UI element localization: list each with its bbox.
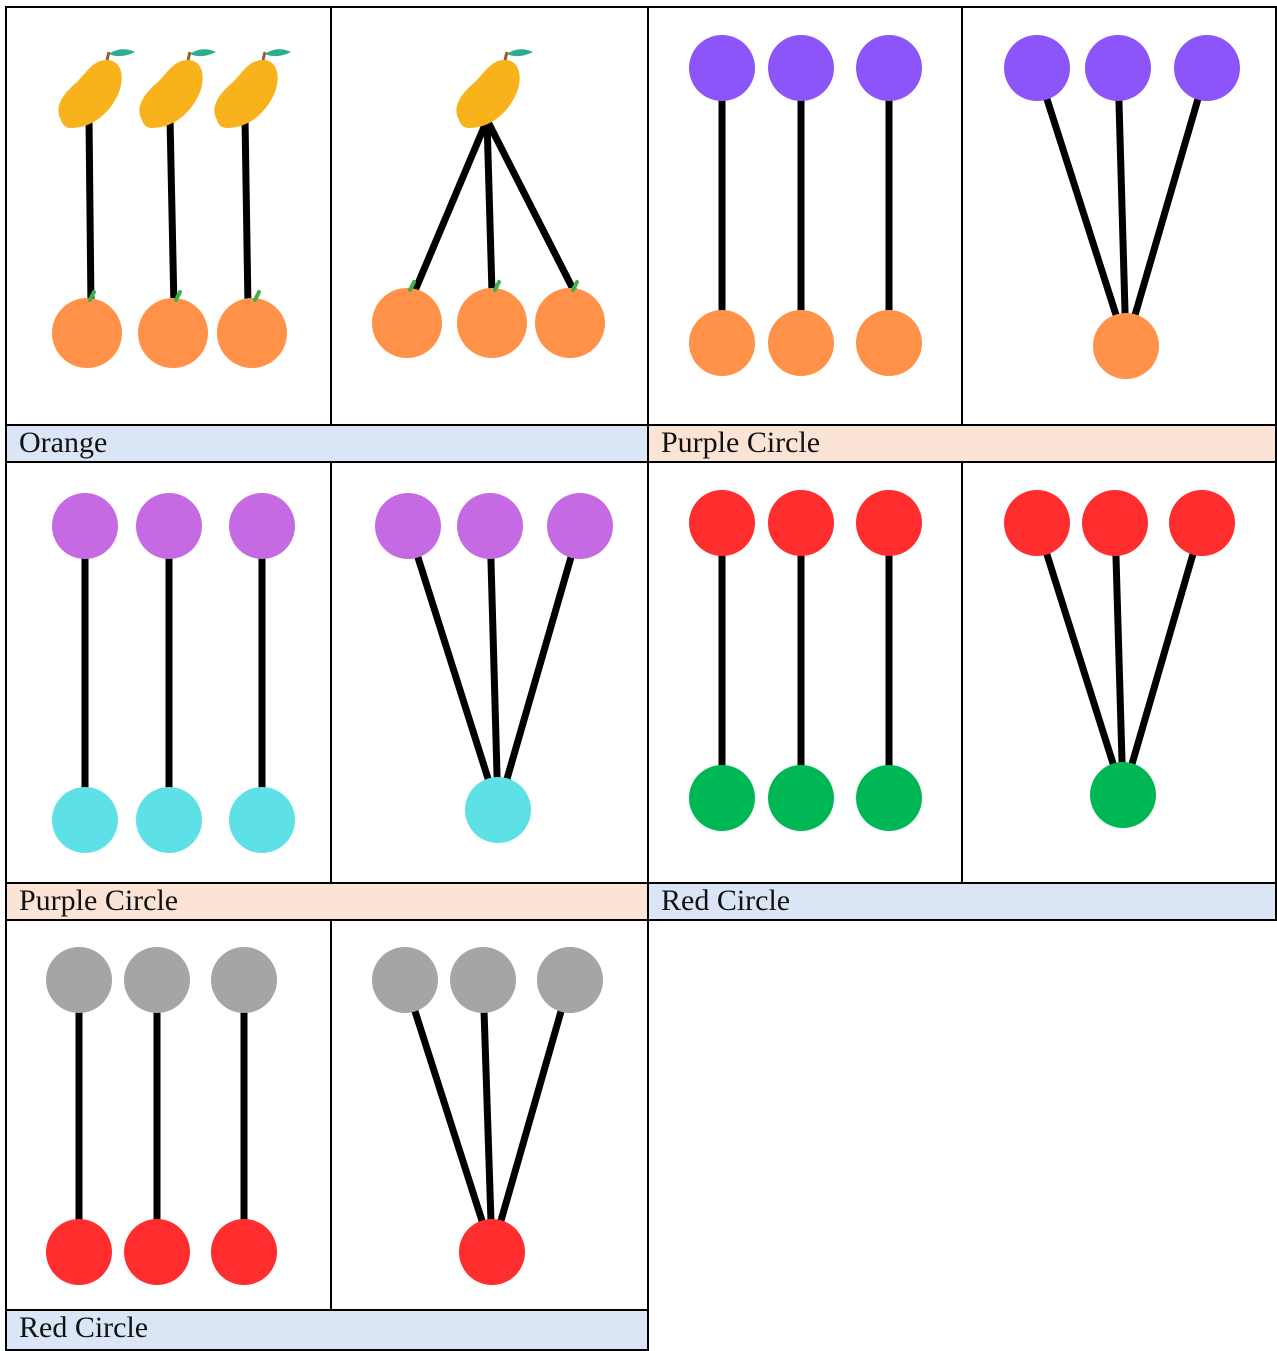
panel-5-left-diagram (7, 921, 330, 1309)
panel-3-left-diagram (7, 463, 330, 882)
panel-3-right-cell (330, 461, 649, 884)
connector-line (492, 980, 570, 1252)
top-node (1174, 35, 1240, 101)
top-node (450, 947, 516, 1013)
bottom-node (465, 777, 531, 843)
bottom-node (768, 765, 834, 831)
bottom-node (1090, 762, 1156, 828)
connector-line (170, 118, 174, 308)
connector-line (414, 120, 487, 293)
bottom-node (768, 310, 834, 376)
bottom-node (229, 787, 295, 853)
top-node (211, 947, 277, 1013)
connector-line (1037, 68, 1126, 346)
top-node (856, 35, 922, 101)
bottom-node (124, 1219, 190, 1285)
panel-5-label: Red Circle (5, 1311, 649, 1351)
panel-2-right-cell (961, 6, 1277, 426)
panel-1-left-cell (5, 6, 332, 426)
bottom-node (52, 292, 122, 368)
connector-line (1115, 523, 1123, 795)
panel-1-right-cell (330, 6, 649, 426)
panel-2-left-cell (647, 6, 963, 426)
panel-4-label: Red Circle (647, 884, 1277, 921)
top-node (136, 493, 202, 559)
panel-5-right-diagram (332, 921, 647, 1309)
connector-line (245, 118, 248, 308)
top-node (1004, 35, 1070, 101)
bottom-node (856, 310, 922, 376)
panel-4-right-cell (961, 461, 1277, 884)
panel-3-right-diagram (332, 463, 647, 882)
top-node (229, 493, 295, 559)
top-node (1169, 490, 1235, 556)
panel-2-right-diagram (963, 8, 1275, 424)
panel-2-left-diagram (649, 8, 961, 424)
top-node (214, 49, 291, 128)
top-node (537, 947, 603, 1013)
bottom-node (1093, 313, 1159, 379)
panel-5-right-cell (330, 919, 649, 1311)
top-node (456, 49, 533, 128)
top-node (372, 947, 438, 1013)
top-node (1085, 35, 1151, 101)
bottom-node (52, 787, 118, 853)
top-node (46, 947, 112, 1013)
connector-line (487, 120, 492, 293)
bottom-node (372, 282, 442, 358)
connector-line (1126, 68, 1207, 346)
connector-line (1037, 523, 1123, 795)
top-node (689, 490, 755, 556)
panel-5-left-cell (5, 919, 332, 1311)
connector-line (498, 526, 580, 810)
connector-line (483, 980, 492, 1252)
top-node (139, 49, 216, 128)
bottom-node (138, 292, 208, 368)
connector-line (1118, 68, 1126, 346)
panel-4-left-cell (647, 461, 963, 884)
bottom-node (856, 765, 922, 831)
bottom-node (211, 1219, 277, 1285)
connector-line (487, 120, 575, 293)
top-node (1082, 490, 1148, 556)
top-node (58, 49, 135, 128)
top-node (375, 493, 441, 559)
bottom-node (217, 292, 287, 368)
top-node (856, 490, 922, 556)
panel-4-right-diagram (963, 463, 1275, 882)
bottom-node (689, 310, 755, 376)
top-node (768, 490, 834, 556)
panel-1-label: Orange (5, 426, 649, 463)
panel-1-right-diagram (332, 8, 647, 424)
top-node (457, 493, 523, 559)
bottom-node (457, 282, 527, 358)
bottom-node (46, 1219, 112, 1285)
panel-4-left-diagram (649, 463, 961, 882)
connector-line (1123, 523, 1202, 795)
top-node (547, 493, 613, 559)
bottom-node (136, 787, 202, 853)
top-node (124, 947, 190, 1013)
bottom-node (689, 765, 755, 831)
connector-line (89, 118, 91, 308)
panel-2-label: Purple Circle (647, 426, 1277, 463)
panel-3-left-cell (5, 461, 332, 884)
top-node (689, 35, 755, 101)
connector-line (490, 526, 498, 810)
connector-line (405, 980, 492, 1252)
panel-3-label: Purple Circle (5, 884, 649, 921)
top-node (768, 35, 834, 101)
panel-1-left-diagram (7, 8, 330, 424)
connector-line (408, 526, 498, 810)
bottom-node (459, 1219, 525, 1285)
bottom-node (535, 282, 605, 358)
top-node (52, 493, 118, 559)
top-node (1004, 490, 1070, 556)
